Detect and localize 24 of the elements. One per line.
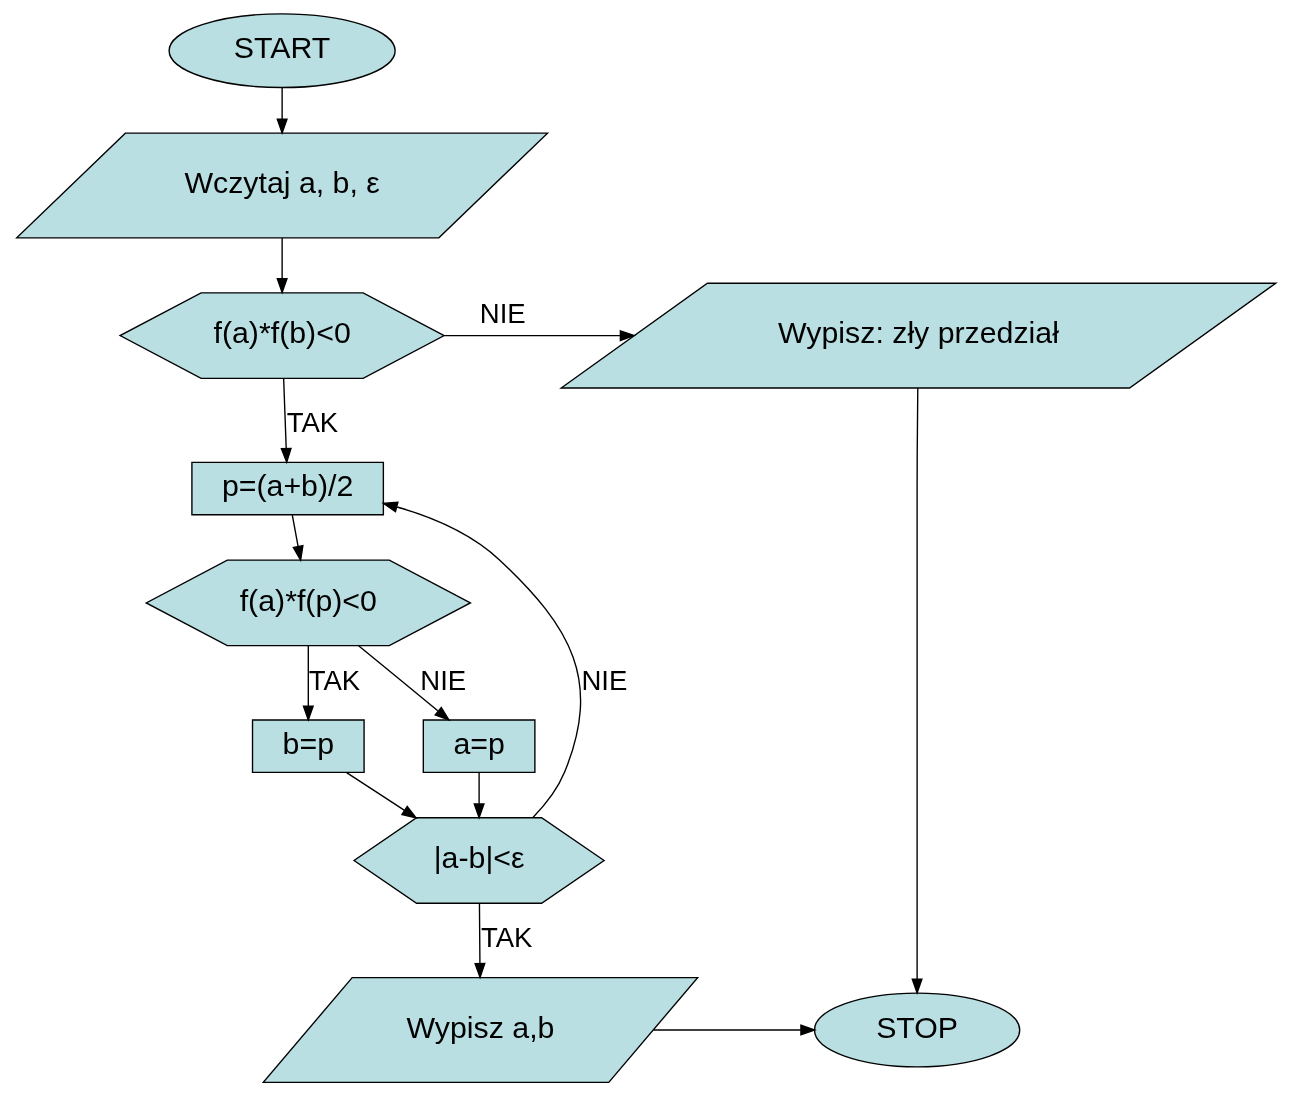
edge-label: NIE — [479, 298, 526, 330]
node-ellipse: STOP — [813, 992, 1020, 1068]
arrow — [279, 377, 292, 465]
edge-label: NIE — [419, 664, 466, 696]
edge-label: TAK — [308, 664, 360, 696]
arrow — [910, 387, 923, 995]
edge-label: TAK — [286, 407, 338, 439]
arrow — [275, 87, 288, 136]
arrow — [302, 644, 314, 723]
arrow — [291, 514, 304, 563]
arrow — [652, 1024, 817, 1036]
node-box: p=(a+b)/2 — [190, 461, 384, 516]
arrow — [345, 771, 418, 820]
edge-label: NIE — [580, 664, 627, 696]
node-ellipse: START — [167, 13, 396, 89]
arrow — [380, 501, 581, 819]
arrow — [275, 237, 288, 295]
arrow — [473, 902, 486, 980]
arrow — [357, 644, 451, 722]
arrow — [443, 329, 636, 342]
edge-label: TAK — [480, 922, 532, 954]
node-box: b=p — [251, 719, 365, 774]
arrow — [472, 772, 485, 820]
node-box: a=p — [422, 719, 536, 774]
